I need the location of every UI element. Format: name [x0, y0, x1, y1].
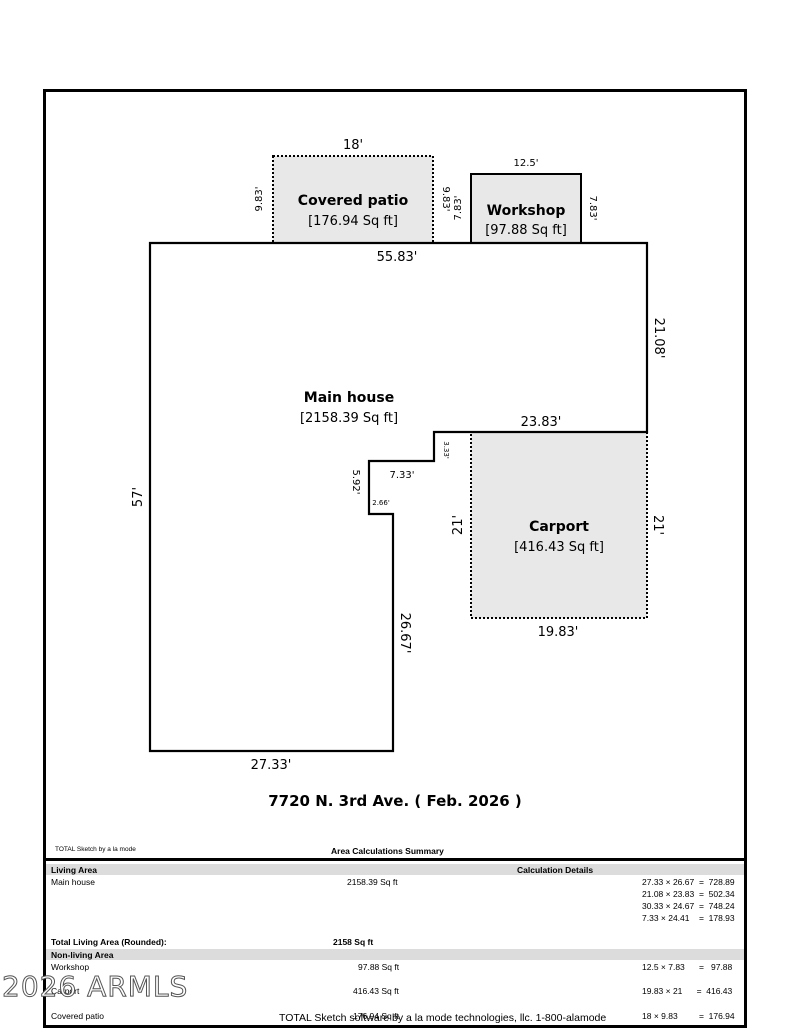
main-house-calc-2: 21.08 × 23.83 = 502.34 — [642, 889, 735, 899]
dim-house-right: 21.08' — [651, 318, 666, 359]
dim-house-bottom: 27.33' — [251, 758, 292, 773]
patio-row-area: 176.94 Sq ft — [353, 1011, 399, 1021]
patio-row-calc: 18 × 9.83 = 176.94 — [642, 1011, 735, 1021]
address-title: 7720 N. 3rd Ave. ( Feb. 2026 ) — [268, 792, 522, 810]
dim-house-left: 57' — [131, 487, 146, 507]
main-house-calc-3: 30.33 × 24.67 = 748.24 — [642, 901, 735, 911]
nonliving-area-header: Non-living Area — [51, 950, 114, 960]
carport-name: Carport — [529, 519, 589, 535]
dim-wing-right: 26.67' — [397, 613, 412, 654]
total-living-label: Total Living Area (Rounded): — [51, 937, 167, 947]
dim-patio-left: 9.83' — [254, 186, 265, 211]
workshop-name: Workshop — [487, 203, 566, 219]
patio-row-label: Covered patio — [51, 1011, 104, 1021]
workshop-row-calc: 12.5 × 7.83 = 97.88 — [642, 962, 733, 972]
dim-workshop-top: 12.5' — [513, 158, 538, 169]
dim-workshop-left: 7.83' — [453, 195, 464, 220]
covered-patio-area — [272, 155, 434, 244]
carport-row-label: Carport — [51, 986, 80, 996]
dim-patio-top: 18' — [343, 138, 363, 153]
sketch-credit: TOTAL Sketch by a la mode — [55, 846, 136, 853]
dim-notch-step: 3.33' — [442, 441, 450, 459]
sketch-frame — [43, 89, 747, 1028]
nonliving-area-header-row — [46, 949, 744, 960]
covered-patio-name: Covered patio — [298, 193, 409, 209]
main-house-row-label: Main house — [51, 877, 95, 887]
dim-carport-right: 21' — [650, 515, 665, 535]
summary-divider — [46, 858, 744, 861]
footer-credit: TOTAL Sketch software by a la mode techn… — [279, 1012, 607, 1024]
total-living-value: 2158 Sq ft — [333, 937, 374, 947]
armls-watermark: 2026 ARMLS — [1, 970, 189, 1004]
dim-workshop-right: 7.83' — [587, 195, 598, 220]
main-house-calc-1: 27.33 × 26.67 = 728.89 — [642, 877, 735, 887]
main-house-outline — [148, 241, 649, 753]
carport-row-area: 416.43 Sq ft — [353, 986, 399, 996]
carport-row-calc: 19.83 × 21 = 416.43 — [642, 986, 733, 996]
dim-notch-small: 2.66' — [372, 499, 390, 507]
carport-area — [470, 431, 648, 619]
dim-carport-bottom: 19.83' — [538, 625, 579, 640]
summary-title: Area Calculations Summary — [331, 846, 444, 856]
dim-notch-mid: 7.33' — [389, 470, 414, 481]
dim-notch-top: 23.83' — [521, 415, 562, 430]
calculation-details-header: Calculation Details — [517, 865, 594, 875]
living-area-header: Living Area — [51, 865, 97, 875]
main-house-area-label: [2158.39 Sq ft] — [300, 411, 398, 426]
living-area-header-row — [46, 864, 744, 875]
dim-house-top: 55.83' — [377, 250, 418, 265]
workshop-area-label: [97.88 Sq ft] — [485, 223, 567, 238]
dim-patio-right: 9.83' — [440, 186, 451, 211]
workshop-row-area: 97.88 Sq ft — [358, 962, 400, 972]
covered-patio-area-label: [176.94 Sq ft] — [308, 214, 398, 229]
carport-area-label: [416.43 Sq ft] — [514, 540, 604, 555]
workshop-row-label: Workshop — [51, 962, 90, 972]
main-house-row-area: 2158.39 Sq ft — [347, 877, 398, 887]
main-house-calc-4: 7.33 × 24.41 = 178.93 — [642, 913, 735, 923]
dim-notch-left: 5.92' — [350, 469, 361, 494]
main-house-name: Main house — [304, 390, 394, 406]
dim-carport-left: 21' — [451, 515, 466, 535]
